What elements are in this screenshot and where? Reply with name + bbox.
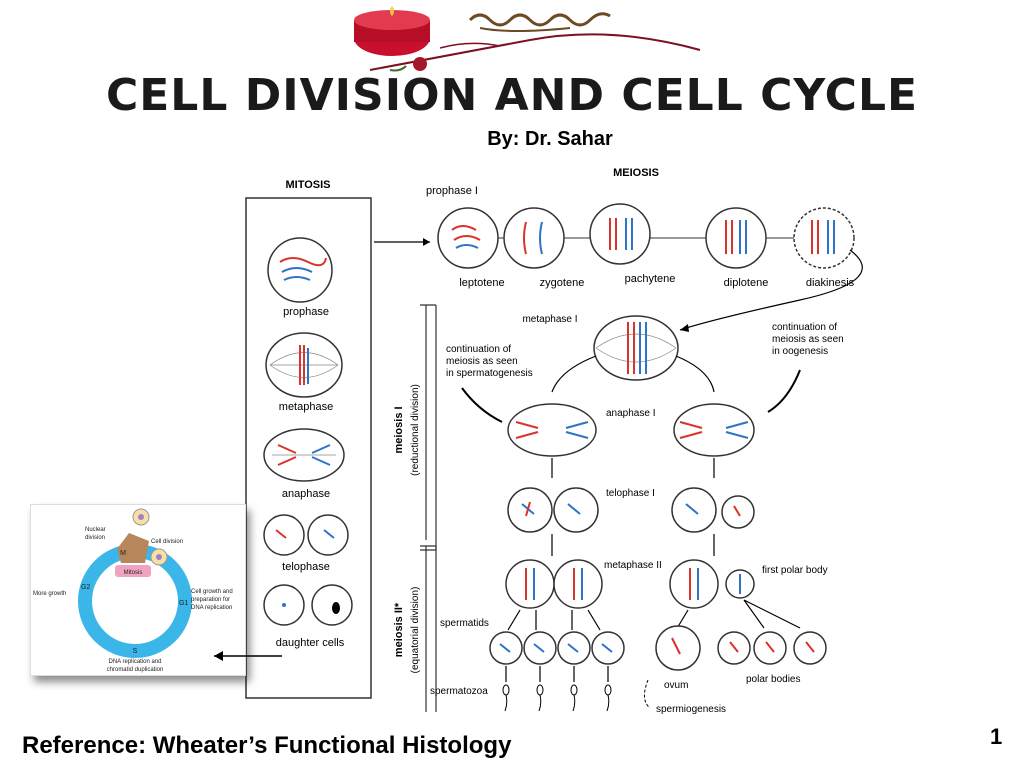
calligraphy-icon xyxy=(468,12,611,32)
growth-note-3: DNA replication xyxy=(191,605,232,611)
cell-division-label: Cell division xyxy=(151,539,183,545)
more-growth-label: More growth xyxy=(33,591,66,597)
growth-note-2: preparation for xyxy=(191,597,230,603)
stage-zygotene: zygotene xyxy=(540,277,585,289)
ovum-and-polar-bodies xyxy=(655,625,827,671)
cell-cycle-diagram: Mitosis M Nuclear division Cell division… xyxy=(33,508,233,673)
stage-prophase: prophase xyxy=(283,306,329,318)
dna-note-1: DNA replication and xyxy=(108,659,161,665)
anaphase-i-cells xyxy=(507,403,755,457)
spermatogenesis-note-2: meiosis as seen xyxy=(446,356,518,367)
oogenesis-note-2: meiosis as seen xyxy=(772,334,844,345)
telophase-i-cells xyxy=(507,487,755,533)
prophase-i-row xyxy=(437,203,855,269)
metaphase-ii-label: metaphase II xyxy=(604,560,662,571)
g1-label: G1 xyxy=(179,600,188,607)
oogenesis-note-3: in oogenesis xyxy=(772,346,828,357)
page-title: CELL DIVISION AND CELL CYCLE xyxy=(105,70,919,121)
stage-diakinesis: diakinesis xyxy=(806,277,855,289)
metaphase-i-cell xyxy=(593,315,679,381)
spermatid-cells xyxy=(489,631,625,665)
mitosis-heading: MITOSIS xyxy=(285,179,330,191)
prophase-i-label: prophase I xyxy=(426,185,478,197)
interphase-label: Interphase xyxy=(121,627,150,633)
stage-daughter-cells: daughter cells xyxy=(276,637,345,649)
m-phase-label: M xyxy=(120,550,126,557)
header-ornament xyxy=(354,6,701,72)
first-polar-body-label: first polar body xyxy=(762,565,828,576)
meiosis-i-label: meiosis I xyxy=(393,406,405,453)
nuclear-division-label-2: division xyxy=(85,535,105,541)
stage-leptotene: leptotene xyxy=(459,277,504,289)
mitosis-telophase-cell xyxy=(263,514,349,556)
g2-label: G2 xyxy=(81,584,90,591)
mitosis-daughter-cells xyxy=(263,584,353,626)
metaphase-i-label: metaphase I xyxy=(522,314,577,325)
dna-note-2: chromatid duplication xyxy=(107,667,164,673)
mitosis-column xyxy=(245,197,372,699)
mitosis-phase-label: Mitosis xyxy=(124,570,143,576)
pointer-arrow-icon xyxy=(214,651,282,661)
cell-cycle-inset: Mitosis M Nuclear division Cell division… xyxy=(30,504,246,676)
meiosis-ii-sublabel: (equatorial division) xyxy=(410,587,421,674)
spermiogenesis-label: spermiogenesis xyxy=(656,704,726,715)
mitosis-prophase-cell xyxy=(267,237,333,303)
anaphase-i-label: anaphase I xyxy=(606,408,656,419)
meiosis-ii-label: meiosis II* xyxy=(393,602,405,657)
s-phase-label: S xyxy=(133,648,138,655)
stage-diplotene: diplotene xyxy=(724,277,769,289)
reference-footer: Reference: Wheater’s Functional Histolog… xyxy=(22,732,512,759)
stage-anaphase: anaphase xyxy=(282,488,330,500)
spermatogenesis-note-3: in spermatogenesis xyxy=(446,368,533,379)
ovum-label: ovum xyxy=(664,680,688,691)
meiosis-i-sublabel: (reductional division) xyxy=(410,384,421,476)
meiosis-heading: MEIOSIS xyxy=(613,167,659,179)
author-byline: By: Dr. Sahar xyxy=(487,128,613,150)
stage-telophase: telophase xyxy=(282,561,330,573)
stage-pachytene: pachytene xyxy=(625,273,676,285)
telophase-i-label: telophase I xyxy=(606,488,655,499)
polar-bodies-label: polar bodies xyxy=(746,674,800,685)
metaphase-ii-cells xyxy=(505,559,755,609)
spermatozoa-icons xyxy=(502,684,612,712)
growth-note-1: Cell growth and xyxy=(191,589,233,595)
spermatogenesis-note-1: continuation of xyxy=(446,344,511,355)
spermatids-label: spermatids xyxy=(440,618,489,629)
oogenesis-note-1: continuation of xyxy=(772,322,837,333)
meiosis-mitosis-diagram: MITOSIS MEIOSIS prophase I prophase meta… xyxy=(245,167,863,715)
page-number: 1 xyxy=(990,724,1003,749)
mitosis-metaphase-cell xyxy=(265,332,343,398)
spermatozoa-label: spermatozoa xyxy=(430,686,488,697)
stage-metaphase: metaphase xyxy=(279,401,333,413)
nuclear-division-label-1: Nuclear xyxy=(85,527,106,533)
mitosis-anaphase-cell xyxy=(263,428,345,482)
